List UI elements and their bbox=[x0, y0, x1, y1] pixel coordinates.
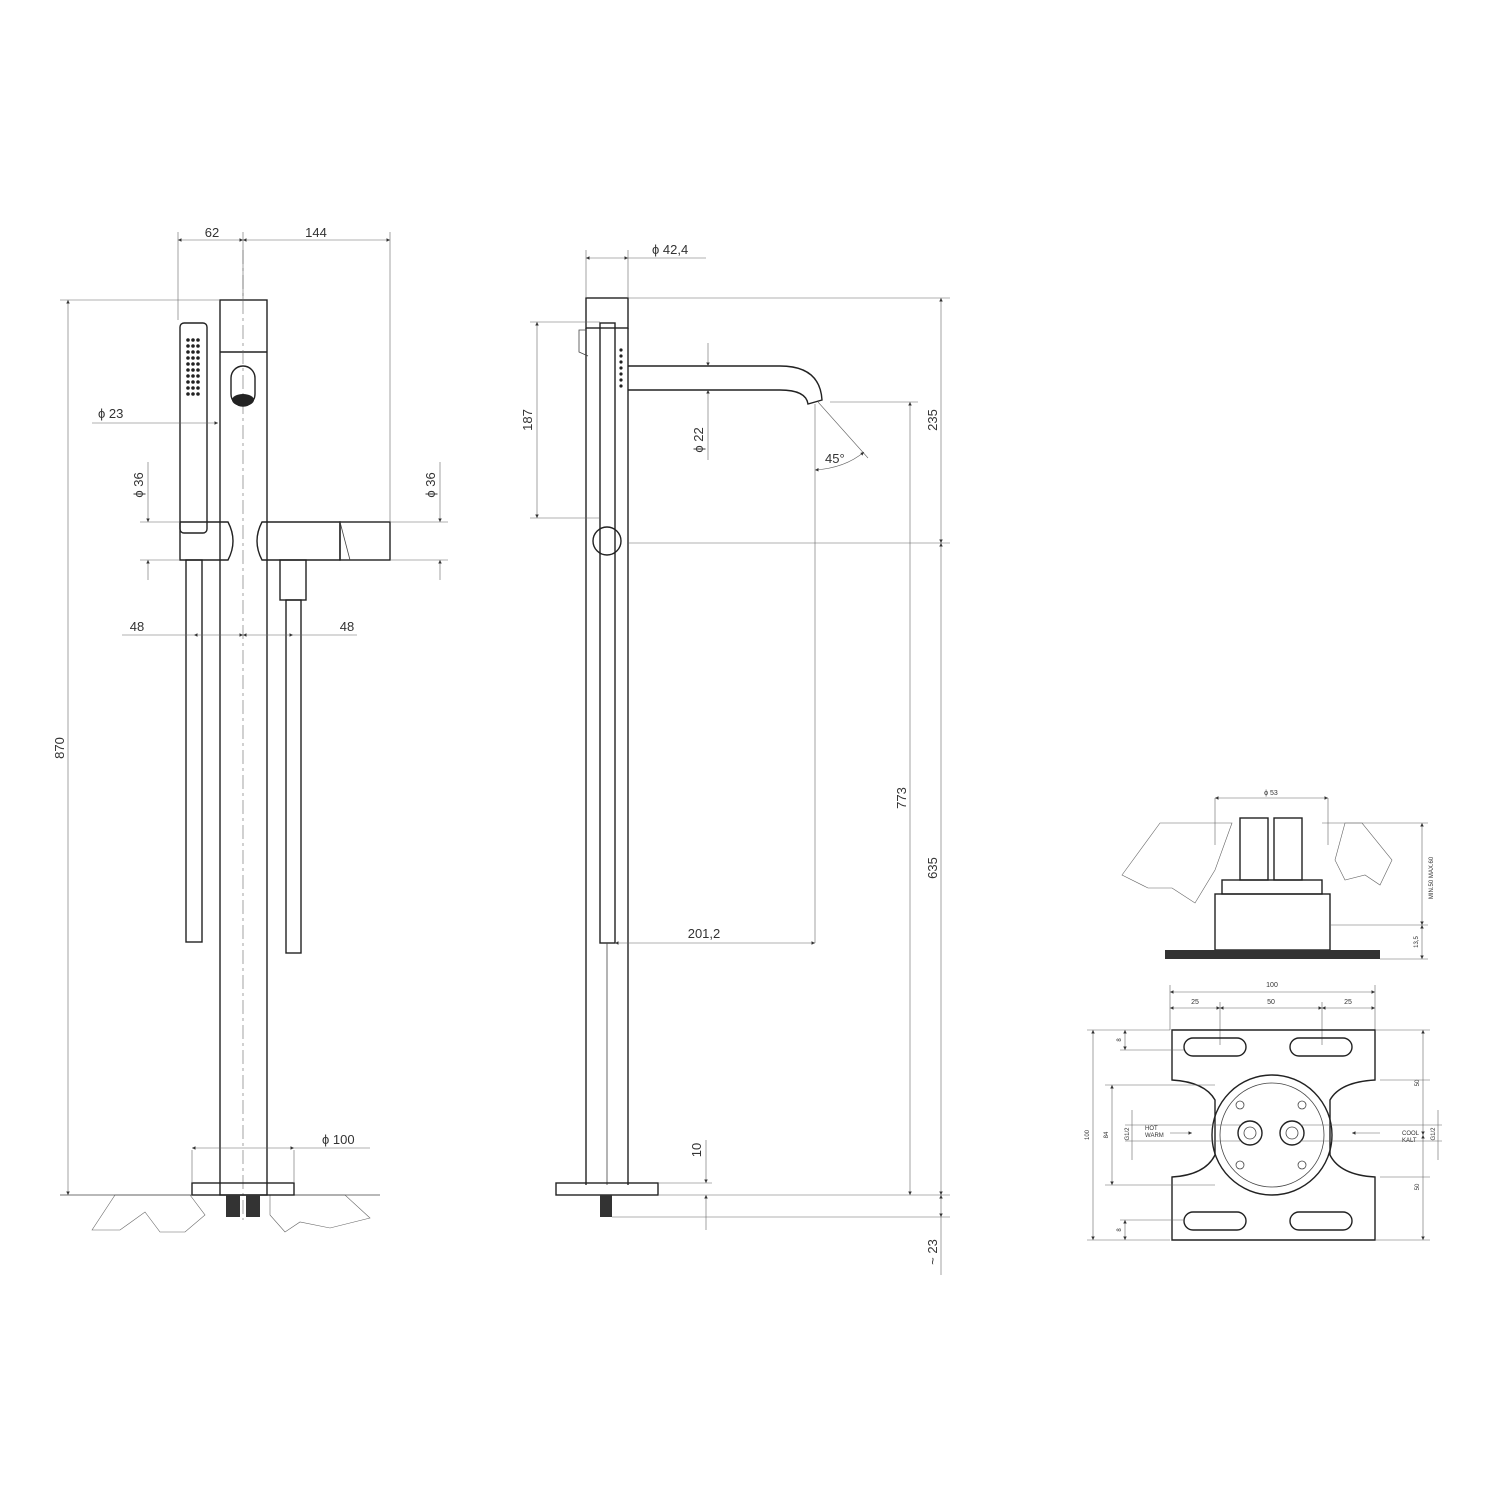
dia-22: ϕ 22 bbox=[691, 427, 706, 452]
slot-bottom-right bbox=[1289, 1211, 1353, 1231]
side-spout bbox=[628, 365, 823, 405]
right-hose bbox=[285, 599, 302, 954]
front-main-column bbox=[219, 299, 268, 1196]
detail-valve-left bbox=[1239, 817, 1269, 881]
slot-top-left bbox=[1183, 1037, 1247, 1057]
dim-62: 62 bbox=[205, 225, 219, 240]
detail-mount-plate bbox=[1165, 950, 1380, 959]
min-max: MIN.50 MAX.60 bbox=[1429, 856, 1435, 899]
dia-36-right: ϕ 36 bbox=[423, 472, 438, 497]
dim-g12-left: G1/2 bbox=[1125, 1127, 1131, 1141]
shower-nozzles bbox=[186, 338, 200, 396]
dim-50-mid: 50 bbox=[1267, 999, 1275, 1006]
dim-48-right: 48 bbox=[340, 619, 354, 634]
right-holder bbox=[256, 521, 341, 561]
dim-10: 10 bbox=[689, 1143, 704, 1157]
dia-36-left: ϕ 36 bbox=[131, 472, 146, 497]
dim-8-top: 8 bbox=[1117, 1038, 1123, 1042]
hand-shower bbox=[179, 322, 208, 534]
dim-84: 84 bbox=[1104, 1131, 1110, 1138]
dim-144: 144 bbox=[305, 225, 327, 240]
dim-25-right: 25 bbox=[1344, 999, 1352, 1006]
dim-635: 635 bbox=[925, 857, 940, 879]
dia-23: ϕ 23 bbox=[98, 406, 123, 421]
mount-plate-outline bbox=[1171, 1029, 1376, 1241]
dim-13-5: 13,5 bbox=[1414, 936, 1420, 948]
dim-25-left: 25 bbox=[1191, 999, 1199, 1006]
front-inlet-left bbox=[226, 1195, 240, 1217]
detail-box-body bbox=[1214, 893, 1331, 951]
box-outer-circle bbox=[1211, 1074, 1333, 1196]
hose-connector bbox=[279, 559, 307, 601]
side-view: ϕ 42,4 187 ϕ 22 45° 201,2 235 773 635 10 bbox=[520, 242, 950, 1275]
left-hose bbox=[185, 559, 203, 943]
dim-187: 187 bbox=[520, 409, 535, 431]
front-inlet-right bbox=[246, 1195, 260, 1217]
dim-100-left: 100 bbox=[1085, 1129, 1091, 1140]
inlet-hot bbox=[1237, 1120, 1263, 1146]
front-view: 62 144 870 ϕ 23 ϕ 36 ϕ 36 48 48 ϕ 100 bbox=[52, 225, 448, 1233]
right-spout bbox=[339, 521, 391, 561]
inlet-cold bbox=[1279, 1120, 1305, 1146]
dim-23: ~ 23 bbox=[925, 1239, 940, 1265]
hot-label: HOT bbox=[1145, 1126, 1158, 1132]
dim-100-top: 100 bbox=[1266, 982, 1278, 989]
side-nozzles bbox=[619, 348, 623, 388]
dia-100: ϕ 100 bbox=[322, 1132, 355, 1147]
dim-50-right-bottom: 50 bbox=[1415, 1183, 1421, 1190]
dim-870: 870 bbox=[52, 737, 67, 759]
slot-top-right bbox=[1289, 1037, 1353, 1057]
dim-50-right-top: 50 bbox=[1415, 1079, 1421, 1086]
angle-45: 45° bbox=[825, 451, 845, 466]
front-base bbox=[191, 1182, 295, 1196]
dim-201-2: 201,2 bbox=[688, 926, 721, 941]
side-shower-body bbox=[599, 322, 616, 944]
dim-g12-right: G1/2 bbox=[1431, 1127, 1437, 1141]
cool-label: COOL bbox=[1402, 1131, 1420, 1137]
dim-48-left: 48 bbox=[130, 619, 144, 634]
dim-773: 773 bbox=[894, 787, 909, 809]
warm-label: WARM bbox=[1145, 1133, 1164, 1139]
dia-42-4: ϕ 42,4 bbox=[652, 242, 688, 257]
detail-valve-right bbox=[1273, 817, 1303, 881]
left-holder bbox=[179, 521, 234, 561]
dia-53: ϕ 53 bbox=[1264, 790, 1278, 797]
dim-8-bottom: 8 bbox=[1117, 1228, 1123, 1232]
dim-235: 235 bbox=[925, 409, 940, 431]
front-floor bbox=[60, 1194, 380, 1233]
side-holder bbox=[592, 526, 622, 556]
detail-view: ϕ 53 MIN.50 MAX.60 13,5 100 25 50 25 bbox=[1085, 790, 1442, 1241]
slot-bottom-left bbox=[1183, 1211, 1247, 1231]
